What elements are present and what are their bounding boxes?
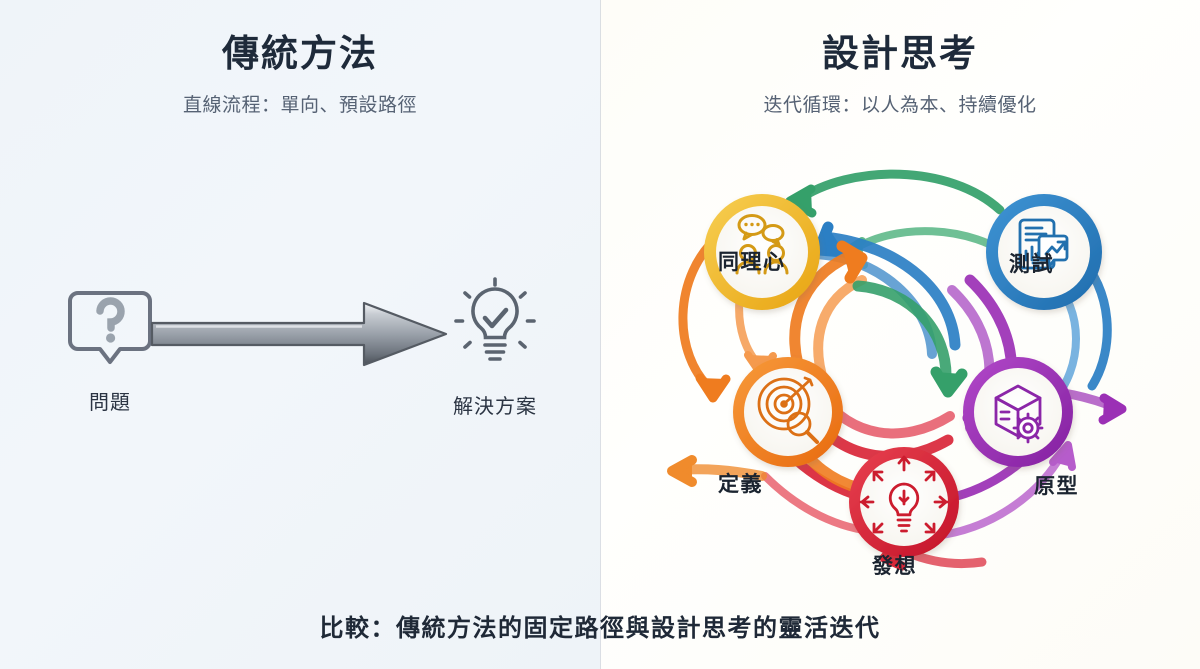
solution-node-label: 解決方案 xyxy=(453,396,537,418)
process-arrow xyxy=(150,299,450,369)
tablet-chart-icon xyxy=(1018,218,1069,270)
right-panel-subtitle: 迭代循環：以人為本、持續優化 xyxy=(763,94,1037,116)
left-heading-group: 傳統方法 直線流程：單向、預設路徑 xyxy=(0,32,600,117)
panel-divider xyxy=(600,0,601,669)
question-speech-bubble-icon xyxy=(68,291,152,364)
target-magnifier-icon xyxy=(757,376,819,444)
people-speech-bubbles-icon xyxy=(735,214,789,275)
right-heading-group: 設計思考 迭代循環：以人為本、持續優化 xyxy=(600,32,1200,117)
right-arrow-icon xyxy=(150,301,448,367)
cycle-node-empathize[interactable] xyxy=(704,194,820,310)
lightbulb-arrows-icon xyxy=(859,455,949,534)
cycle-label-empathize: 同理心 xyxy=(718,251,786,274)
left-panel-title: 傳統方法 xyxy=(222,33,378,74)
box-gear-icon xyxy=(994,384,1044,444)
cycle-label-define: 定義 xyxy=(718,473,763,496)
cycle-label-ideate: 發想 xyxy=(872,555,917,578)
left-panel-subtitle: 直線流程：單向、預設路徑 xyxy=(182,94,417,116)
solution-node: 解決方案 xyxy=(440,277,550,419)
cycle-node-ideate[interactable] xyxy=(849,447,959,557)
right-panel-title: 設計思考 xyxy=(822,33,978,74)
comparison-caption: 比較：傳統方法的固定路徑與設計思考的靈活迭代 xyxy=(319,615,881,642)
cycle-label-test: 測試 xyxy=(1009,253,1054,276)
cycle-label-prototype: 原型 xyxy=(1034,475,1079,498)
cycle-node-prototype[interactable] xyxy=(963,357,1073,467)
cycle-node-define[interactable] xyxy=(733,357,843,467)
design-thinking-cycle: 同理心 測試 定義 原型 發想 xyxy=(600,140,1200,600)
cycle-node-test[interactable] xyxy=(986,194,1102,310)
linear-process-diagram: 問題 xyxy=(40,277,570,425)
cycle-diagram-svg xyxy=(667,169,1127,571)
lightbulb-check-icon xyxy=(454,277,536,361)
problem-node-label: 問題 xyxy=(89,392,131,414)
problem-node: 問題 xyxy=(64,285,156,415)
